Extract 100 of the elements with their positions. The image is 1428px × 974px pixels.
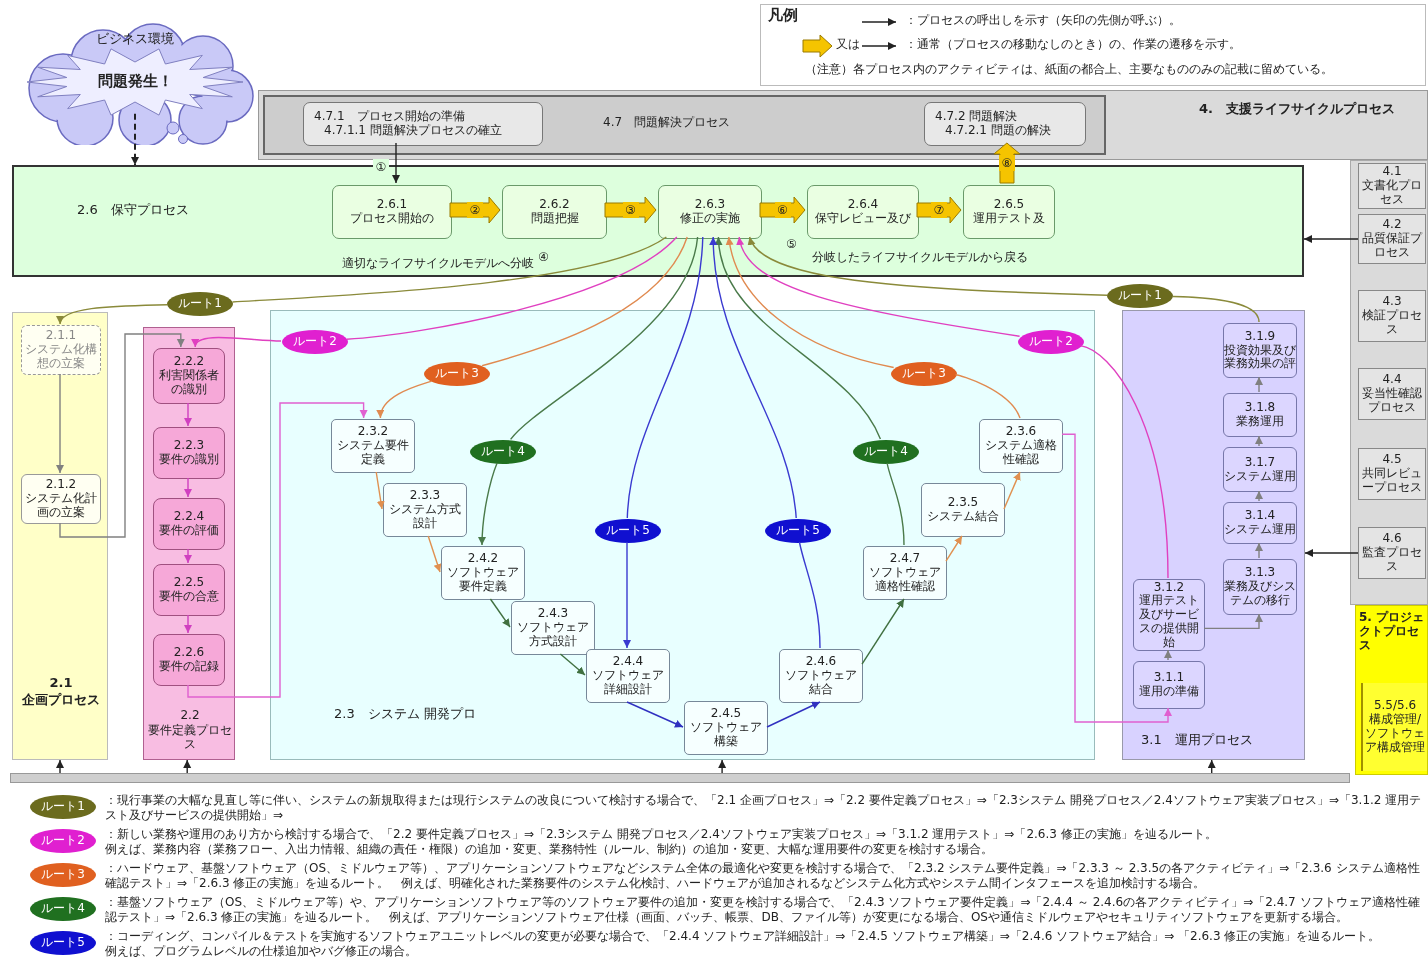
process-box xyxy=(1358,448,1426,500)
connector-arrow xyxy=(1303,235,1359,243)
route-label: ルート3 xyxy=(435,367,479,381)
activity-box xyxy=(153,564,225,616)
base-bar xyxy=(10,773,1350,783)
connector-arrow xyxy=(187,402,368,698)
process-box xyxy=(1358,214,1426,264)
connector-arrow xyxy=(1061,433,1172,723)
process-name: 投資効果及び業務効果の評 xyxy=(1224,343,1296,372)
section-title: 2.3 システム 開発プロ xyxy=(334,707,477,722)
section-title: 2.6 保守プロセス xyxy=(77,203,190,218)
connector-arrow xyxy=(945,535,963,562)
process-number: 5.5/5.6 xyxy=(1373,699,1417,713)
branch-label: 適切なライフサイクルモデルへ分岐 xyxy=(342,256,532,271)
process-name: 品質保証プロセス xyxy=(1361,232,1424,260)
connector-arrow xyxy=(427,535,442,573)
legend-text: ：プロセスの呼出しを示す（矢印の先側が呼ぶ）。 xyxy=(905,13,1182,28)
connector-arrow xyxy=(1255,376,1263,393)
process-name: システム要件定義 xyxy=(336,439,410,467)
activity-box xyxy=(153,498,225,550)
activity-box xyxy=(863,546,947,600)
process-number: 2.6.3 xyxy=(694,198,726,212)
activity-box xyxy=(1223,393,1297,437)
section-title: 要件定義プロセス xyxy=(147,724,233,752)
route-label: ルート5 xyxy=(606,524,650,538)
process-group-panel xyxy=(1122,310,1305,760)
connector-arrow xyxy=(626,701,684,728)
connector-arrow xyxy=(478,462,498,546)
process-number: 2.6.4 xyxy=(847,198,879,212)
process-name: 要件の合意 xyxy=(159,590,219,604)
connector-arrow xyxy=(56,759,64,774)
connector-arrow xyxy=(718,759,727,774)
activity-box xyxy=(331,419,415,473)
process-number: 2.6.2 xyxy=(539,198,570,212)
process-number: 2.6.5 xyxy=(993,198,1025,212)
process-name: システム結合 xyxy=(927,510,999,524)
connector-line xyxy=(509,236,699,441)
process-title: 4.7.1.1 問題解決プロセスの確立 xyxy=(323,124,502,138)
process-name: ソフトウェア方式設計 xyxy=(516,621,590,649)
process-name: 修正の実施 xyxy=(680,212,740,226)
connector-arrow xyxy=(183,759,192,774)
route-label: ルート2 xyxy=(1029,335,1073,349)
connector-line xyxy=(1172,295,1260,323)
process-group-panel xyxy=(1355,605,1428,775)
connector-arrow xyxy=(623,541,631,649)
section-title: 5. プロジェクトプロセス xyxy=(1359,611,1426,653)
section-title: 4.7 問題解決プロセス xyxy=(603,116,732,130)
process-name: 要件の記録 xyxy=(159,660,219,674)
activity-box xyxy=(153,427,225,479)
process-number: 3.1.1 xyxy=(1153,671,1185,685)
process-number: 4.3 xyxy=(1382,295,1402,309)
process-name: システム運用 xyxy=(1224,523,1296,537)
activity-box xyxy=(21,474,101,524)
process-number: 4.6 xyxy=(1382,532,1402,546)
connector-arrow xyxy=(709,236,797,519)
legend-title: 凡例 xyxy=(768,6,799,25)
connector-arrow xyxy=(184,614,192,634)
connector-arrow xyxy=(1255,542,1263,559)
route-label: ルート1 xyxy=(1118,289,1162,303)
process-number: 2.3.2 xyxy=(357,425,389,439)
section-title: 2.1 xyxy=(48,676,74,691)
route-description: ：現行事業の大幅な見直し等に伴い、システムの新規取得または現行システムの改良について検討する場合で、「2.1 企画プロセス」⇒「2.2 要件定義プロセス」⇒「2.3システム 開発プロセス／2.4ソフトウェア実装プロセス」⇒「3.1.2 運用テスト及びサービスの提供開始」⇒ xyxy=(105,793,1423,823)
process-box xyxy=(1361,683,1427,771)
connector-arrow xyxy=(56,373,64,474)
activity-box xyxy=(511,601,595,655)
route-label: ルート4 xyxy=(41,902,85,916)
connector-arrow xyxy=(1304,549,1359,557)
edge-label: ⑧ xyxy=(998,155,1015,171)
route-badge xyxy=(167,292,233,316)
process-number: 2.6.1 xyxy=(376,198,408,212)
process-name: 業務及びシステムの移行 xyxy=(1224,580,1296,608)
connector-line xyxy=(1079,344,1169,579)
process-name: 運用の準備 xyxy=(1139,685,1199,699)
section-title: 4. 支援ライフサイクルプロセス xyxy=(1199,102,1396,117)
process-group-panel xyxy=(143,327,235,760)
process-number: 2.2.6 xyxy=(173,646,205,660)
activity-box xyxy=(963,185,1055,239)
connector-arrow xyxy=(1207,759,1216,774)
activity-box xyxy=(1223,323,1297,378)
route-description: ：ハードウェア、基盤ソフトウェア（OS、ミドルウェア等）、アプリケーションソフトウェアなどシステム全体の最適化や変更を検討する場合で、「2.3.2 システム要件定義」⇒「2.3.3 ～ 2.3.5の各アクティビティ」⇒「2.3.6 システム適格性確認テスト」⇒「2.6.3 修正の実施」を辿るルート。 例えば、明確化された業務要件のシステム化検討、ハードウェアが追加されるなどシステム化方式やシステム間インタフェースを追加検討する場合。 xyxy=(105,861,1421,891)
process-number: 2.4.6 xyxy=(805,655,837,670)
activity-box xyxy=(921,483,1005,537)
process-number: 2.1.2 xyxy=(45,478,77,492)
route-label: ルート4 xyxy=(481,445,525,459)
route-badge xyxy=(853,440,919,464)
connector-arrow xyxy=(715,236,882,440)
process-name: ソフトウェア構築 xyxy=(689,721,763,749)
connector-arrow xyxy=(1203,613,1263,630)
process-name: 運用テスト及 xyxy=(973,212,1045,226)
process-number: 2.4.2 xyxy=(467,552,499,567)
process-group-panel xyxy=(12,312,108,760)
process-name: 要件の評価 xyxy=(159,524,219,538)
process-number: 2.1.1 xyxy=(45,329,77,343)
activity-box xyxy=(658,185,762,239)
activity-box xyxy=(979,419,1063,473)
process-number: 2.2.3 xyxy=(173,439,205,453)
route-description: ：新しい業務や運用のあり方から検討する場合で、「2.2 要件定義プロセス」⇒「2.3システム 開発プロセス／2.4ソフトウェア実装プロセス」⇒「3.1.2 運用テスト」⇒「2.6.3 修正の実施」を辿るルート。 xyxy=(105,827,1218,842)
edge-label: ② xyxy=(467,202,483,218)
activity-box xyxy=(1133,579,1205,651)
process-name: 要件の識別 xyxy=(159,453,219,467)
